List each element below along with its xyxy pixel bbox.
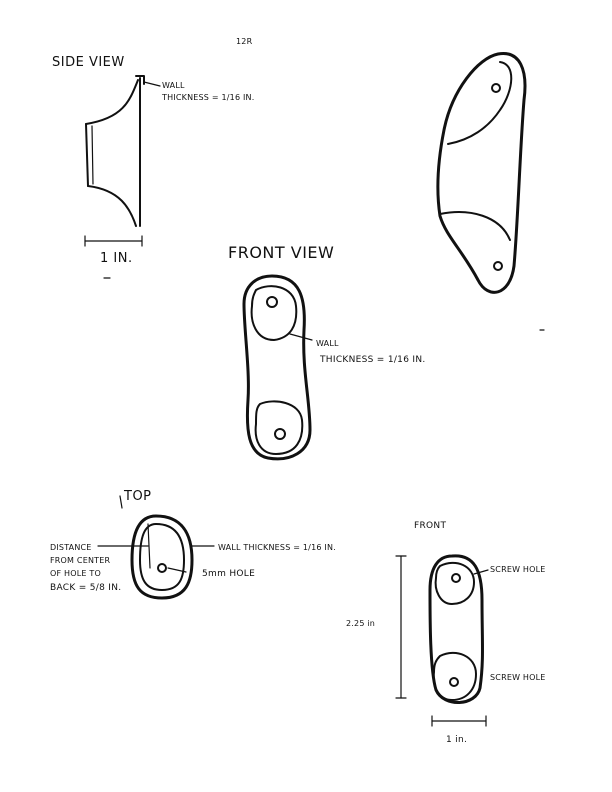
- front-wall-label-1: WALL: [316, 339, 339, 348]
- front-dims-height-label: 2.25 in: [346, 619, 375, 628]
- perspective-hole-bottom: [493, 261, 503, 271]
- front-view-outline: [242, 274, 312, 461]
- top-view-hole: [157, 563, 167, 573]
- side-view-profile: [85, 75, 145, 227]
- side-view-title: SIDE VIEW: [52, 55, 125, 70]
- front-view-top-pocket: [250, 285, 298, 341]
- front-dims-title: FRONT: [414, 521, 446, 531]
- front-view: FRONT VIEW WALL THICKNESS = 1/16 IN.: [228, 243, 426, 461]
- screw-hole-bottom-label: SCREW HOLE: [490, 673, 546, 682]
- front-dims-outline: [428, 554, 484, 704]
- front-wall-leader: [289, 333, 313, 341]
- front-dims-bottom-pocket: [432, 651, 477, 701]
- top-distance-line-2: FROM CENTER: [50, 556, 110, 565]
- side-dimension-label: 1 IN.: [100, 251, 133, 266]
- perspective-view: [436, 52, 545, 331]
- front-dims-top-pocket: [434, 561, 475, 605]
- front-wall-label-2: THICKNESS = 1/16 IN.: [319, 355, 426, 365]
- side-wall-label-1: WALL: [162, 81, 185, 90]
- side-wall-leader: [143, 81, 161, 87]
- front-view-bottom-pocket: [254, 400, 304, 455]
- side-view: SIDE VIEW WALL THICKNESS = 1/16 IN. 1 IN…: [52, 55, 254, 279]
- top-distance-line-1: DISTANCE: [50, 543, 92, 552]
- front-view-title: FRONT VIEW: [228, 243, 334, 262]
- front-dims-width-line: [431, 715, 487, 727]
- front-dims-height-line: [395, 555, 407, 699]
- front-view-hole-bottom: [274, 428, 286, 440]
- front-view-hole-top: [266, 296, 278, 308]
- top-view-title: TOP: [123, 489, 152, 504]
- top-view-outer: [130, 514, 194, 600]
- front-dims-width-label: 1 in.: [446, 735, 467, 745]
- top-wall-label: WALL THICKNESS = 1/16 IN.: [218, 543, 336, 552]
- side-dimension-line: [84, 235, 143, 247]
- perspective-hole-top: [491, 83, 501, 93]
- top-hole-leader: [167, 567, 187, 573]
- front-dimensioned: FRONT SCREW HOLE SCREW HOLE 2.25 in 1 in…: [346, 521, 546, 745]
- front-dims-hole-top: [451, 573, 461, 583]
- top-distance-line-4: BACK = 5/8 IN.: [50, 583, 121, 593]
- page-mark: 12R: [236, 37, 253, 46]
- screw-hole-top-label: SCREW HOLE: [490, 565, 546, 574]
- top-distance-line-3: OF HOLE TO: [50, 569, 101, 578]
- top-view-inner: [139, 523, 185, 591]
- top-view: TOP DISTANCE FROM CENTER OF HOLE TO BACK…: [50, 489, 336, 600]
- top-hole-label: 5mm HOLE: [202, 569, 255, 579]
- front-dims-hole-bottom: [449, 677, 459, 687]
- screw-hole-top-leader: [473, 569, 489, 575]
- side-wall-label-2: THICKNESS = 1/16 IN.: [161, 93, 254, 102]
